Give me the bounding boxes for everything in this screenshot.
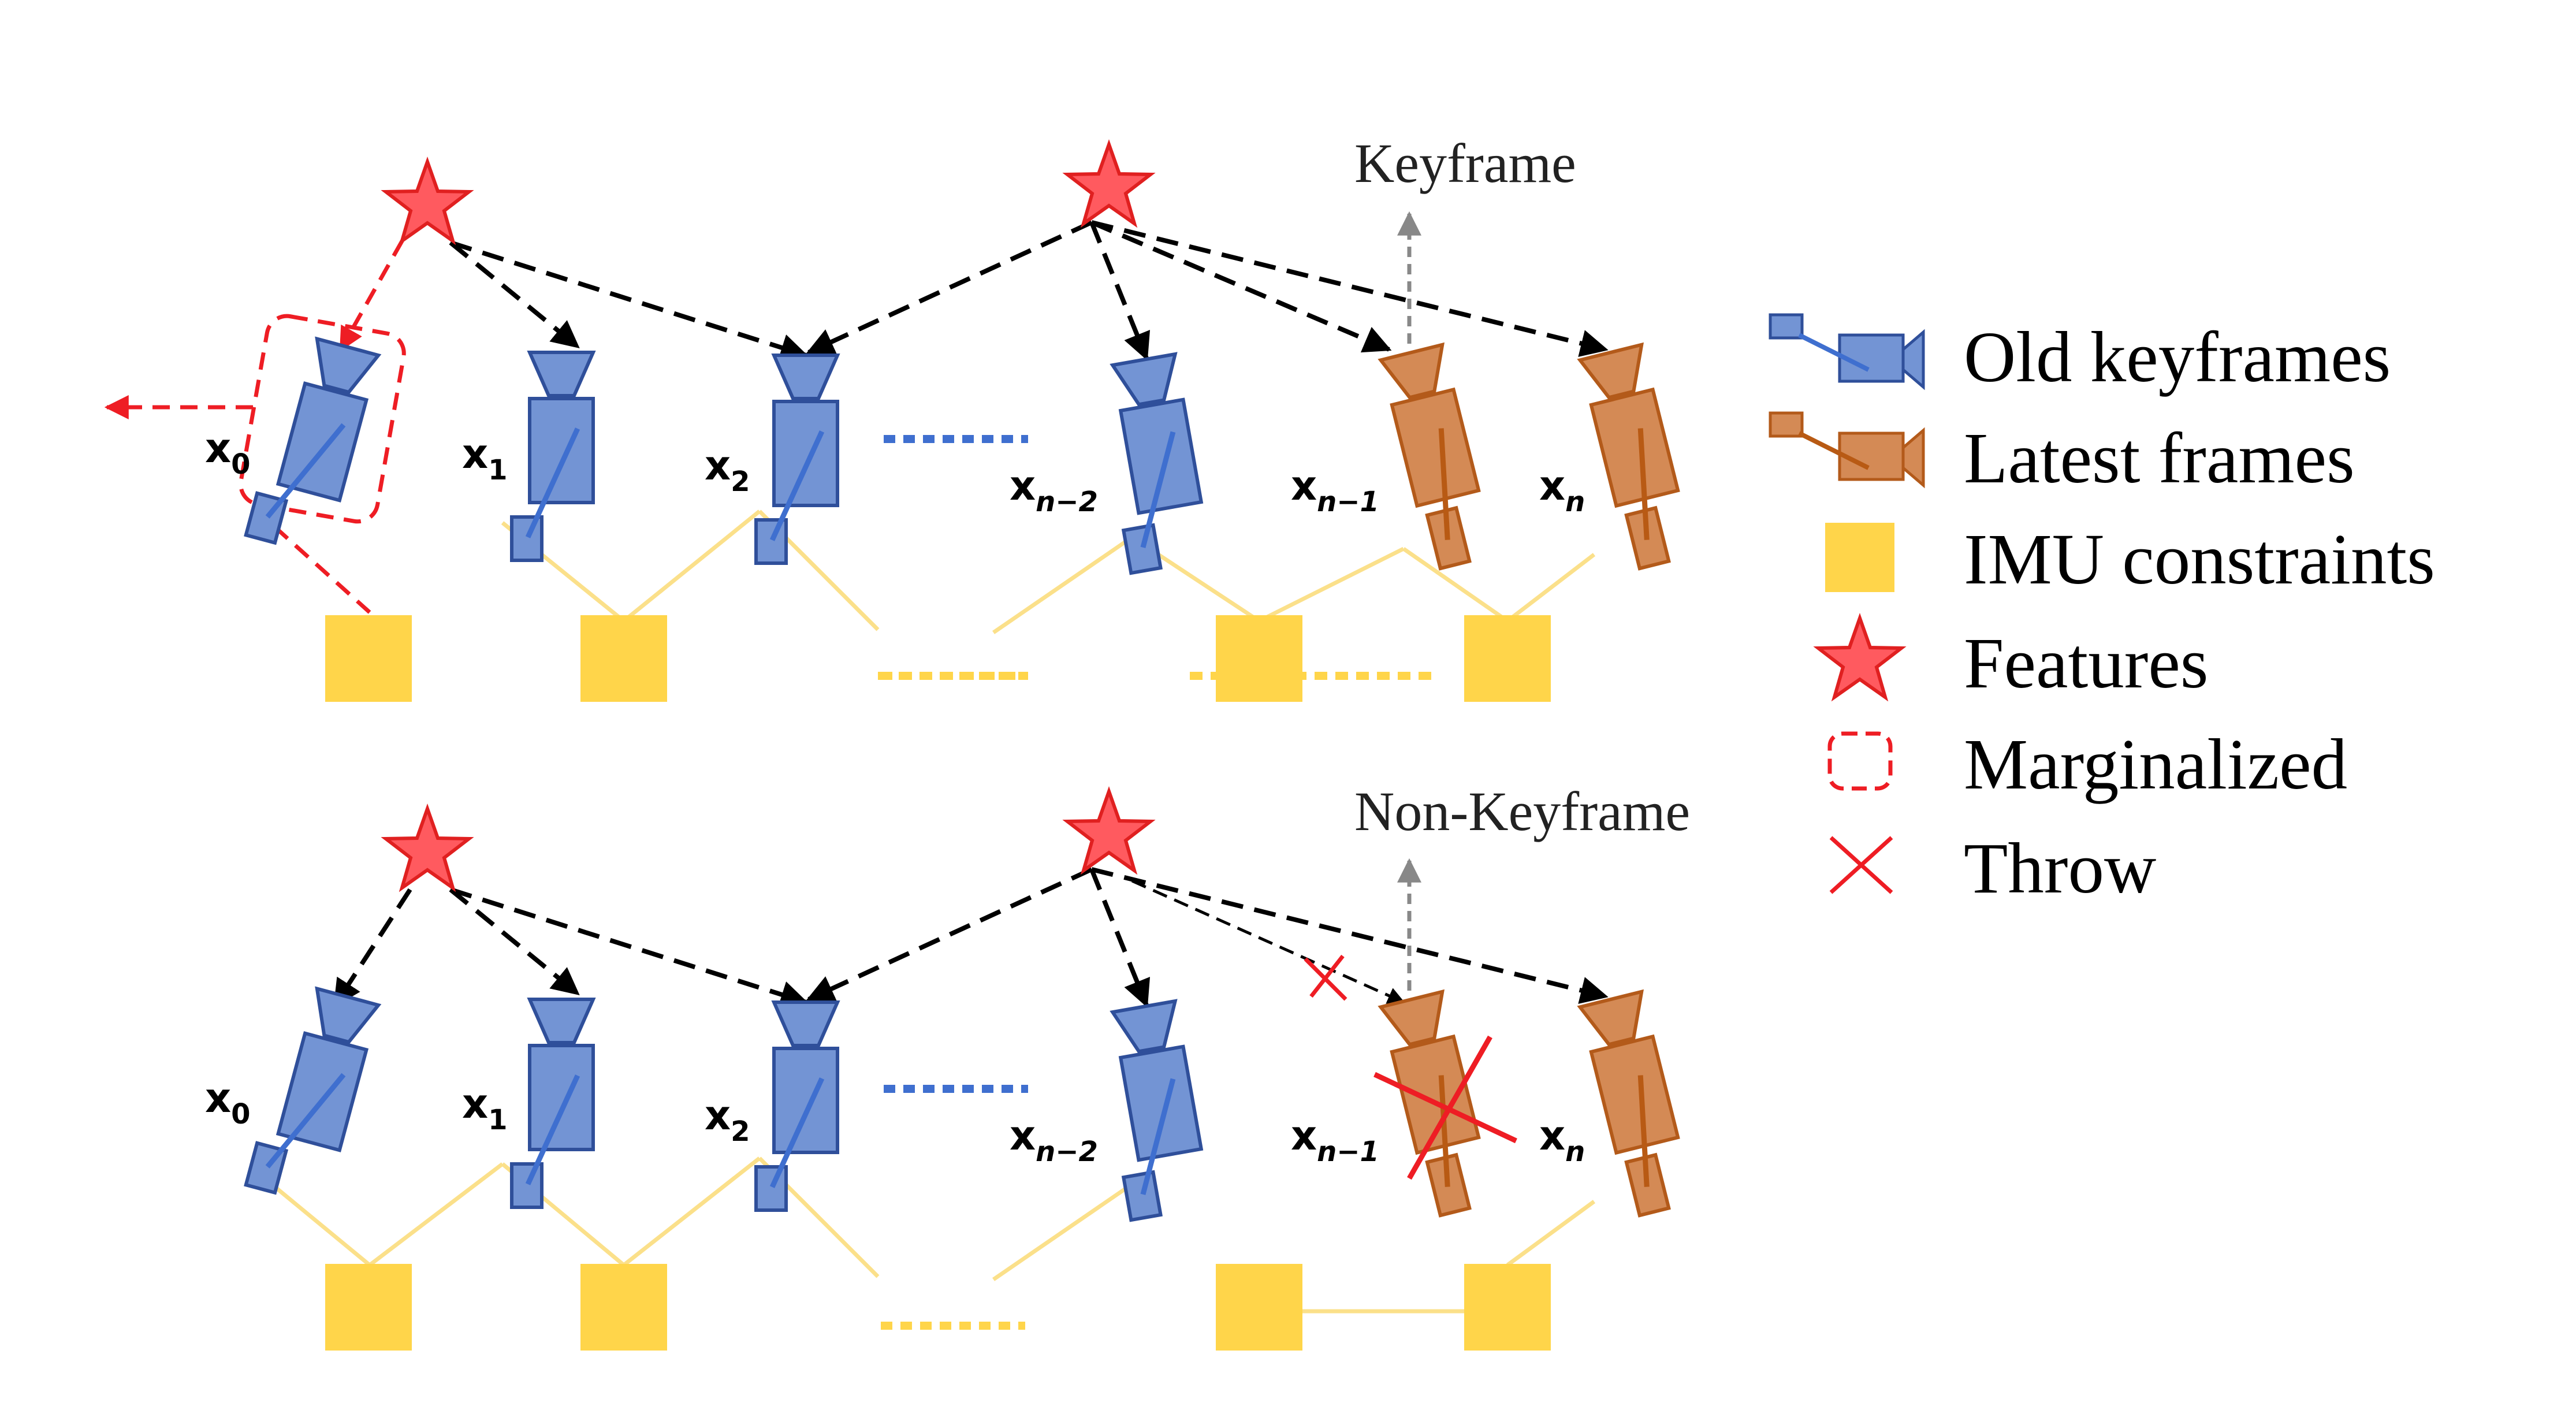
svg-text:xn−1: xn−1 (1291, 1112, 1379, 1168)
camera-xn (1580, 345, 1694, 570)
legend-features-icon (1818, 618, 1901, 697)
camera-x2 (756, 355, 837, 563)
imu-constraint (1216, 615, 1302, 702)
camera-x0 (246, 984, 378, 1206)
feature-star (1067, 144, 1151, 224)
camera-xn-2 (1095, 1001, 1211, 1220)
svg-text:x2: x2 (705, 1092, 750, 1148)
bottom-imu-squares (325, 1264, 1551, 1351)
legend: Old keyframes Latest frames IMU constrai… (1769, 313, 2435, 909)
imu-constraint (580, 1264, 667, 1351)
camera-x1 (512, 999, 593, 1207)
marginalized-feature-edge (338, 215, 418, 352)
thrown-observation (1131, 879, 1405, 1004)
svg-text:x1: x1 (462, 1080, 508, 1136)
imu-constraint (1464, 615, 1551, 702)
imu-constraint (1464, 1264, 1551, 1351)
imu-constraint (1216, 1264, 1302, 1351)
top-imu-squares (325, 615, 1551, 702)
svg-text:xn: xn (1539, 1112, 1585, 1168)
imu-constraint (325, 615, 412, 702)
marginalized-box (239, 314, 406, 524)
top-frame-labels: x0 x1 x2 xn−2 xn−1 xn (205, 425, 1585, 518)
svg-text:xn−2: xn−2 (1010, 462, 1098, 518)
legend-imu-constraints-icon (1825, 523, 1894, 592)
imu-constraint (580, 615, 667, 702)
camera-xn-2 (1095, 354, 1211, 573)
svg-text:x1: x1 (462, 430, 508, 486)
legend-throw-label: Throw (1964, 829, 2156, 909)
marginalized-group (104, 215, 418, 614)
svg-text:x0: x0 (205, 425, 251, 481)
legend-old-keyframes-label: Old keyframes (1964, 318, 2391, 397)
top-observations (449, 220, 1609, 361)
bottom-panel: Non-Keyframe x0 x1 x2 xn−2 xn−1 xn (205, 780, 1694, 1351)
camera-x2 (756, 1002, 837, 1210)
bottom-observations (333, 867, 1609, 1008)
legend-old-keyframes-icon (1769, 313, 1925, 390)
imu-constraint (325, 1264, 412, 1351)
svg-text:x2: x2 (705, 442, 750, 498)
svg-text:xn−1: xn−1 (1291, 462, 1379, 518)
svg-text:x0: x0 (205, 1074, 251, 1130)
feature-star (386, 809, 469, 888)
legend-latest-frames-label: Latest frames (1964, 419, 2355, 499)
svg-text:xn: xn (1539, 462, 1585, 518)
legend-features-label: Features (1964, 624, 2208, 704)
svg-text:xn−2: xn−2 (1010, 1112, 1098, 1168)
legend-marginalized-label: Marginalized (1964, 725, 2347, 805)
bottom-frame-labels: x0 x1 x2 xn−2 xn−1 xn (205, 1074, 1585, 1168)
bottom-imu-lines (252, 1156, 1596, 1314)
camera-xn-1 (1381, 345, 1495, 570)
top-panel: Keyframe x0 x1 x2 xn−2 xn−1 xn (104, 132, 1694, 702)
throw-mark-frame (1373, 1035, 1517, 1180)
legend-throw-icon (1829, 836, 1893, 894)
throw-mark-edge (1304, 954, 1347, 1001)
keyframe-annotation: Keyframe (1354, 132, 1576, 194)
feature-star (386, 162, 469, 241)
non-keyframe-annotation: Non-Keyframe (1354, 780, 1690, 842)
legend-marginalized-icon (1827, 731, 1893, 791)
legend-latest-frames-icon (1769, 411, 1925, 489)
legend-imu-constraints-label: IMU constraints (1964, 520, 2435, 600)
camera-xn (1580, 992, 1694, 1217)
feature-star (1067, 791, 1151, 871)
camera-x1 (512, 352, 593, 560)
